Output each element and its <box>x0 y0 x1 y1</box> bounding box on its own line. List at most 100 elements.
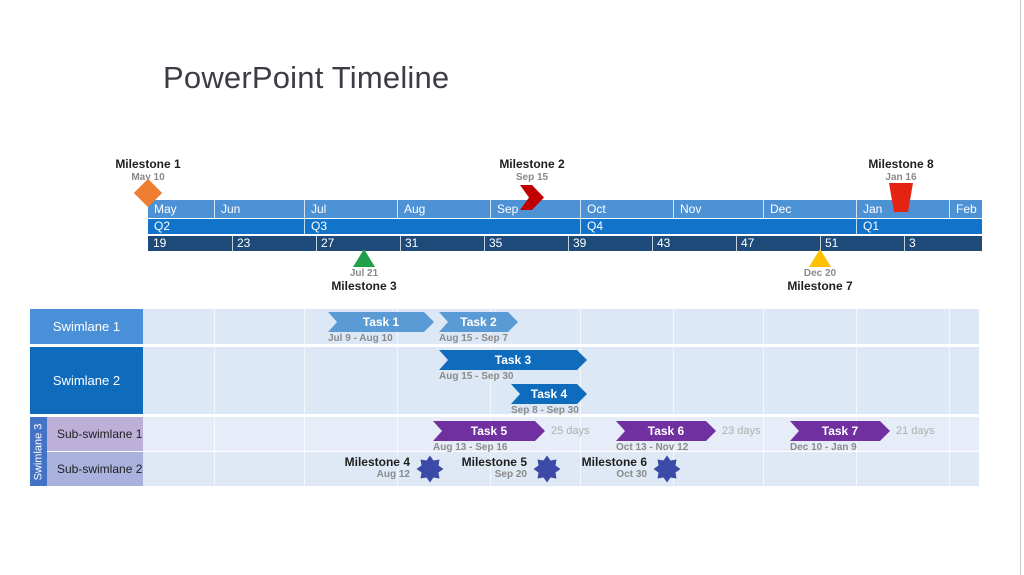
milestone-title[interactable]: Milestone 5 <box>461 455 527 469</box>
task-date-range: Oct 13 - Nov 12 <box>616 442 689 453</box>
month-cell-feb[interactable]: Feb <box>949 200 982 218</box>
swimlane-label-1[interactable]: Swimlane 1 <box>30 309 143 344</box>
week-label: 39 <box>573 236 587 250</box>
gridline <box>763 452 764 486</box>
gridline <box>763 309 764 344</box>
milestone-title[interactable]: Milestone 7 <box>787 279 853 293</box>
milestone-date: Dec 20 <box>803 268 837 279</box>
milestone-date: Sep 20 <box>494 469 527 480</box>
quarter-cell-q1[interactable]: Q1 <box>856 219 982 234</box>
task-bar-task-4[interactable] <box>511 384 587 404</box>
sub-swimlane-label-1[interactable]: Sub-swimlane 1 <box>47 417 143 451</box>
gridline <box>214 309 215 344</box>
milestone-title[interactable]: Milestone 3 <box>331 279 397 293</box>
task-duration: 25 days <box>551 425 590 437</box>
week-tick <box>904 236 905 251</box>
task-bar-task-1[interactable] <box>328 312 434 332</box>
task-date-range: Aug 13 - Sep 16 <box>433 442 508 453</box>
month-cell-sep[interactable]: Sep <box>490 200 580 218</box>
milestone-star-icon[interactable] <box>416 455 444 483</box>
gridline <box>763 417 764 451</box>
week-label: 51 <box>825 236 839 250</box>
week-label: 35 <box>489 236 503 250</box>
task-bar-task-2[interactable] <box>439 312 518 332</box>
gridline <box>397 347 398 414</box>
month-cell-jul[interactable]: Jul <box>304 200 397 218</box>
milestone-title[interactable]: Milestone 4 <box>344 455 410 469</box>
month-cell-jun[interactable]: Jun <box>214 200 304 218</box>
milestone-date: Oct 30 <box>616 469 647 480</box>
sub-swimlane-row-2 <box>143 452 979 486</box>
milestone-star-icon[interactable] <box>533 455 561 483</box>
milestone-title[interactable]: Milestone 1 <box>115 157 181 171</box>
gridline <box>673 309 674 344</box>
gridline <box>856 347 857 414</box>
task-label[interactable]: Task 4 <box>530 387 568 401</box>
quarter-cell-q4[interactable]: Q4 <box>580 219 856 234</box>
gridline <box>304 417 305 451</box>
month-cell-nov[interactable]: Nov <box>673 200 763 218</box>
swimlane-label-3[interactable]: Swimlane 3 <box>30 417 47 486</box>
task-date-range: Sep 8 - Sep 30 <box>511 405 579 416</box>
week-band[interactable] <box>148 236 982 251</box>
gridline <box>397 417 398 451</box>
gridline <box>949 417 950 451</box>
month-cell-oct[interactable]: Oct <box>580 200 673 218</box>
gridline <box>580 347 581 414</box>
task-label[interactable]: Task 6 <box>647 424 685 438</box>
milestone-triangle-icon[interactable] <box>353 249 375 267</box>
milestone-triangle-icon[interactable] <box>809 249 831 267</box>
gridline <box>580 309 581 344</box>
week-label: 31 <box>405 236 419 250</box>
quarter-cell-q2[interactable]: Q2 <box>148 219 304 234</box>
swimlane-3-vertical-text: Swimlane 3 <box>32 423 45 480</box>
gridline <box>856 452 857 486</box>
task-bar-task-3[interactable] <box>439 350 587 370</box>
gridline <box>214 417 215 451</box>
milestone-title[interactable]: Milestone 2 <box>499 157 565 171</box>
month-cell-aug[interactable]: Aug <box>397 200 490 218</box>
task-label[interactable]: Task 7 <box>821 424 859 438</box>
task-label[interactable]: Task 2 <box>460 315 497 329</box>
milestone-title[interactable]: Milestone 8 <box>868 157 934 171</box>
gridline <box>214 347 215 414</box>
milestone-date: May 10 <box>131 172 165 183</box>
gridline <box>490 347 491 414</box>
swimlane-label-2[interactable]: Swimlane 2 <box>30 347 143 414</box>
task-label[interactable]: Task 5 <box>470 424 508 438</box>
task-duration: 23 days <box>722 425 761 437</box>
gridline <box>949 347 950 414</box>
page-title[interactable]: PowerPoint Timeline <box>163 60 450 95</box>
gridline <box>304 347 305 414</box>
milestone-trapezoid-icon[interactable] <box>887 183 915 212</box>
milestone-star-icon[interactable] <box>653 455 681 483</box>
month-cell-may[interactable]: May <box>148 200 214 218</box>
quarter-cell-q3[interactable]: Q3 <box>304 219 580 234</box>
task-label[interactable]: Task 1 <box>362 315 400 329</box>
task-bar-task-5[interactable] <box>433 421 545 441</box>
week-tick <box>568 236 569 251</box>
week-tick <box>232 236 233 251</box>
task-date-range: Aug 15 - Sep 30 <box>439 371 514 382</box>
gridline <box>580 452 581 486</box>
week-label: 19 <box>153 236 167 250</box>
month-cell-dec[interactable]: Dec <box>763 200 856 218</box>
gridline <box>304 309 305 344</box>
gridline <box>304 452 305 486</box>
gridline <box>397 452 398 486</box>
milestone-title[interactable]: Milestone 6 <box>581 455 647 469</box>
gridline <box>856 309 857 344</box>
window-edge-line <box>1020 0 1021 575</box>
task-bar-task-7[interactable] <box>790 421 890 441</box>
task-date-range: Aug 15 - Sep 7 <box>439 333 508 344</box>
sub-swimlane-label-2[interactable]: Sub-swimlane 2 <box>47 452 143 486</box>
task-bar-task-6[interactable] <box>616 421 716 441</box>
week-tick <box>400 236 401 251</box>
gridline <box>949 309 950 344</box>
gridline <box>949 452 950 486</box>
week-tick <box>484 236 485 251</box>
task-label[interactable]: Task 3 <box>494 353 532 367</box>
milestone-chevron-icon[interactable] <box>520 185 544 210</box>
